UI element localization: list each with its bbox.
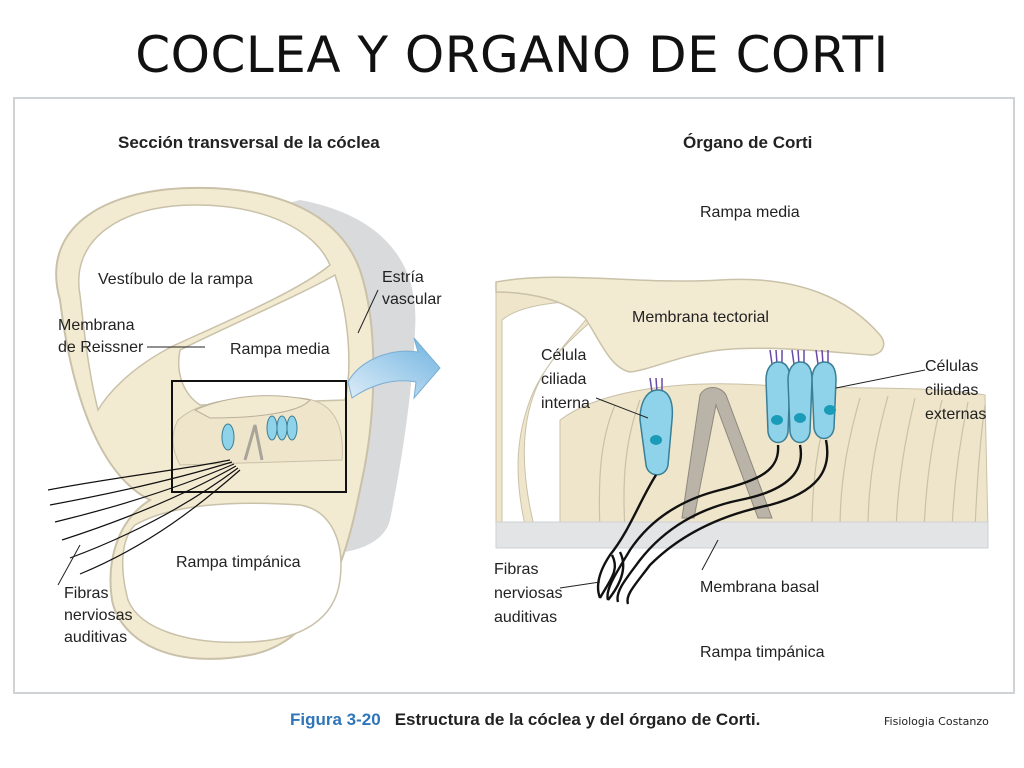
label-membrana-2: de Reissner	[58, 339, 144, 356]
label-celula-3: interna	[541, 395, 590, 412]
label-membrana-1: Membrana	[58, 317, 135, 334]
leader-fibras-left	[57, 544, 81, 586]
leader-celula-interna	[595, 397, 649, 419]
label-celula-2: ciliada	[541, 371, 586, 388]
label-celulas-ext-1: Células	[925, 358, 978, 375]
leader-fibras-right	[559, 581, 601, 589]
right-panel-heading: Órgano de Corti	[683, 133, 812, 152]
source-credit: Fisiologia Costanzo	[884, 715, 989, 728]
leader-membrana-basal	[701, 539, 719, 571]
label-fibras-left-1: Fibras	[64, 585, 108, 602]
zoom-box	[171, 380, 347, 493]
label-fibras-left-2: nerviosas	[64, 607, 132, 624]
label-estria-1: Estría	[382, 269, 424, 286]
label-estria-2: vascular	[382, 291, 442, 308]
organ-of-corti-detail	[495, 276, 989, 605]
label-membrana-tectorial: Membrana tectorial	[632, 309, 769, 326]
label-rampa-media-right: Rampa media	[700, 204, 800, 221]
left-panel-heading: Sección transversal de la cóclea	[118, 133, 380, 152]
tectorial-membrane	[495, 276, 885, 373]
figure-caption: Figura 3-20 Estructura de la cóclea y del…	[290, 710, 760, 730]
label-fibras-right-2: nerviosas	[494, 585, 562, 602]
basilar-membrane	[495, 521, 989, 549]
label-celulas-ext-3: externas	[925, 406, 986, 423]
label-fibras-right-3: auditivas	[494, 609, 557, 626]
scala-tympani	[121, 502, 342, 644]
nerve-fibers-left	[47, 459, 241, 575]
slide-title: COCLEA Y ORGANO DE CORTI	[135, 26, 889, 84]
inner-hair-cell	[639, 377, 674, 476]
scala-media	[178, 273, 350, 406]
label-membrana-basal: Membrana basal	[700, 579, 819, 596]
label-fibras-left-3: auditivas	[64, 629, 127, 646]
pillar-cells	[681, 387, 773, 519]
small-organ-of-corti	[172, 395, 343, 466]
nerve-fibers-right	[596, 439, 829, 605]
outer-hair-cells	[765, 349, 837, 444]
label-rampa-timpanica-right: Rampa timpánica	[700, 644, 825, 661]
zoom-arrow	[347, 337, 441, 400]
cochlea-cross-section	[47, 186, 441, 660]
leader-estria-vascular	[357, 289, 379, 334]
label-rampa-media-left: Rampa media	[230, 341, 330, 358]
label-celulas-ext-2: ciliadas	[925, 382, 978, 399]
label-rampa-timpanica-left: Rampa timpánica	[176, 554, 301, 571]
label-fibras-right-1: Fibras	[494, 561, 538, 578]
figure-caption-text: Estructura de la cóclea y del órgano de …	[394, 710, 761, 729]
scala-vestibuli	[78, 204, 331, 412]
label-celula-1: Célula	[541, 347, 586, 364]
label-vestibulo-rampa: Vestíbulo de la rampa	[98, 271, 253, 288]
figure-number: Figura 3-20	[290, 710, 381, 729]
leader-celulas-externas	[835, 369, 926, 389]
